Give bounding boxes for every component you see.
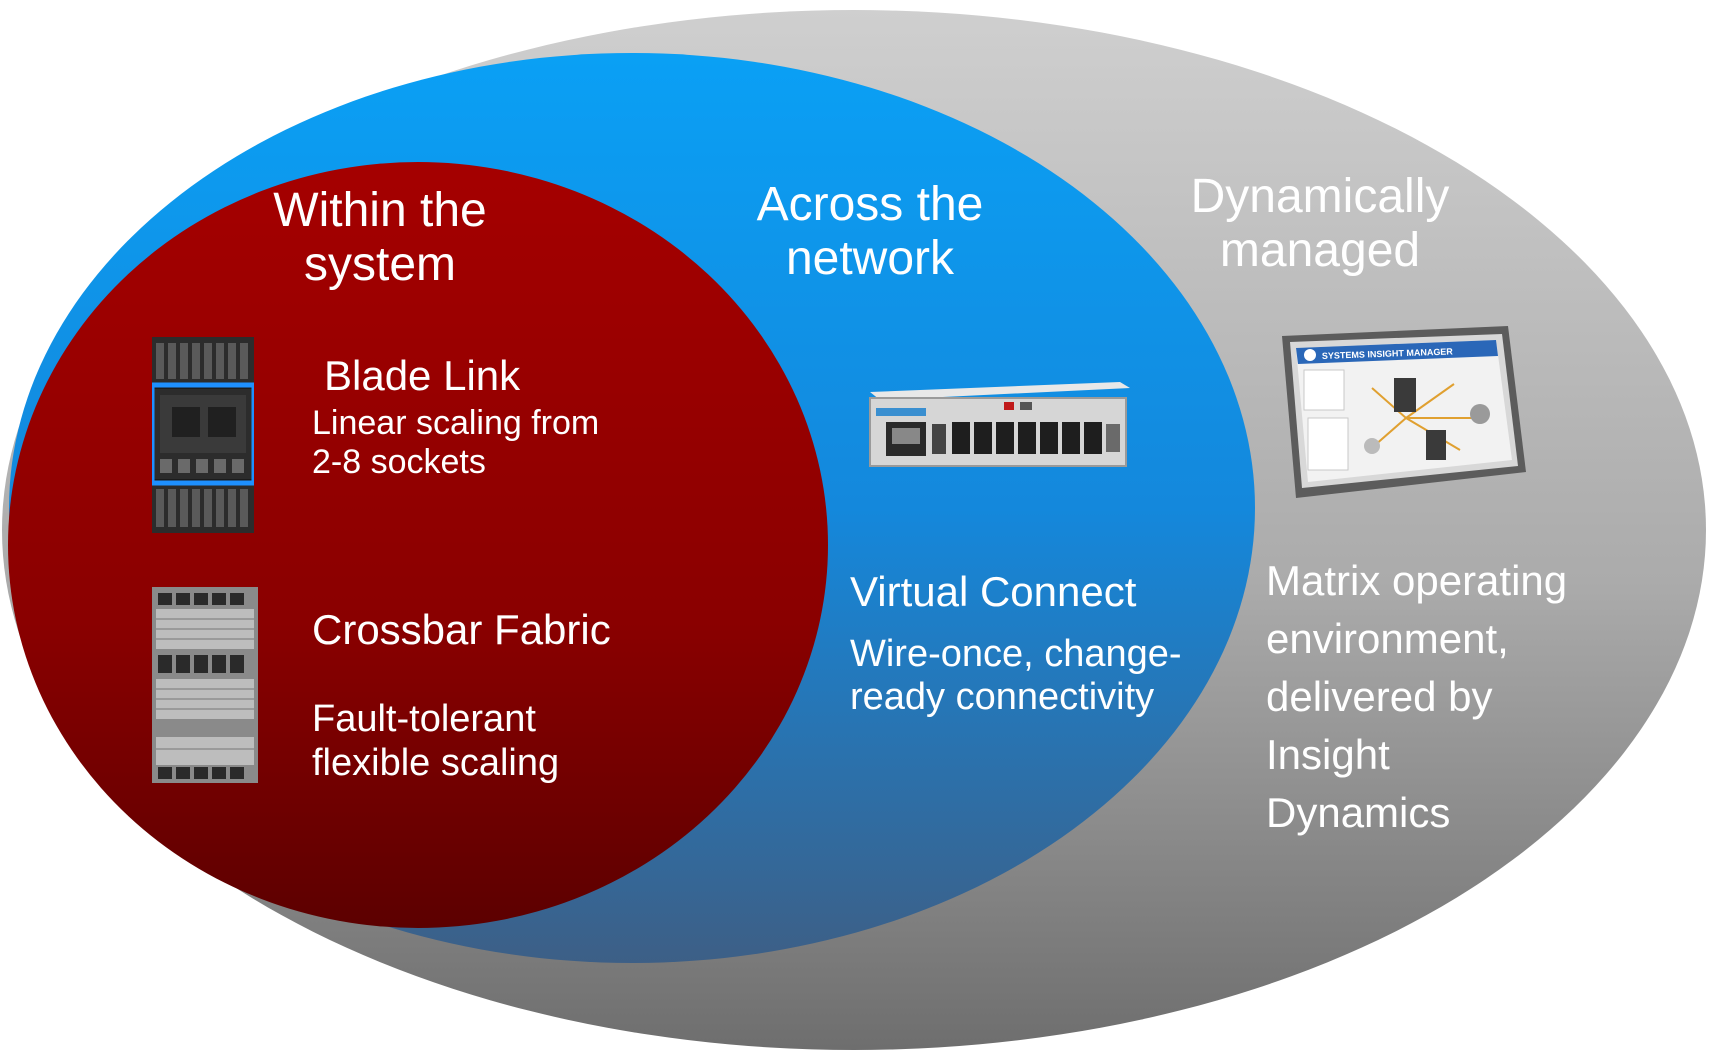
managed-heading: Dynamically managed [1170, 170, 1470, 278]
blade-link-desc-line-2: 2-8 sockets [312, 442, 486, 481]
blade-link-desc: Linear scaling from 2-8 sockets [312, 404, 599, 482]
blade-server-icon [152, 337, 254, 533]
system-heading-line-2: system [303, 237, 456, 291]
managed-desc-line-5: Dynamics [1266, 788, 1451, 836]
network-heading-line-2: network [785, 231, 955, 285]
network-switch-icon [869, 382, 1130, 467]
managed-desc-line-2: environment, [1266, 614, 1509, 662]
network-heading: Across the network [720, 178, 1020, 286]
blade-link-title: Blade Link [324, 352, 521, 399]
crossbar-fabric-title: Crossbar Fabric [312, 606, 611, 653]
virtual-connect-desc-line-1: Wire-once, change- [850, 633, 1182, 675]
crossbar-chassis-icon [152, 587, 258, 783]
crossbar-fabric-desc-line-1: Fault-tolerant [312, 698, 536, 740]
crossbar-fabric-desc: Fault-tolerant flexible scaling [312, 697, 559, 786]
virtual-connect-desc-line-2: ready connectivity [850, 675, 1155, 718]
virtual-connect-title: Virtual Connect [850, 568, 1137, 615]
managed-desc-line-4: Insight [1266, 730, 1390, 778]
management-monitor-icon: SYSTEMS INSIGHT MANAGER [1282, 326, 1526, 498]
monitor-screen-title: SYSTEMS INSIGHT MANAGER [1322, 346, 1454, 361]
system-heading: Within the system [230, 184, 530, 292]
system-heading-line-1: Within the [273, 184, 487, 237]
managed-heading-line-1: Dynamically [1190, 170, 1450, 223]
managed-desc-line-3: delivered by [1266, 672, 1493, 720]
blade-link-desc-line-1: Linear scaling from [312, 404, 600, 442]
managed-heading-line-2: managed [1219, 223, 1421, 277]
network-heading-line-1: Across the [756, 178, 984, 231]
managed-desc: Matrix operating environment, delivered … [1266, 552, 1567, 842]
crossbar-fabric-desc-line-2: flexible scaling [312, 742, 560, 785]
managed-desc-line-1: Matrix operating [1266, 557, 1568, 604]
virtual-connect-desc: Wire-once, change- ready connectivity [850, 633, 1182, 718]
